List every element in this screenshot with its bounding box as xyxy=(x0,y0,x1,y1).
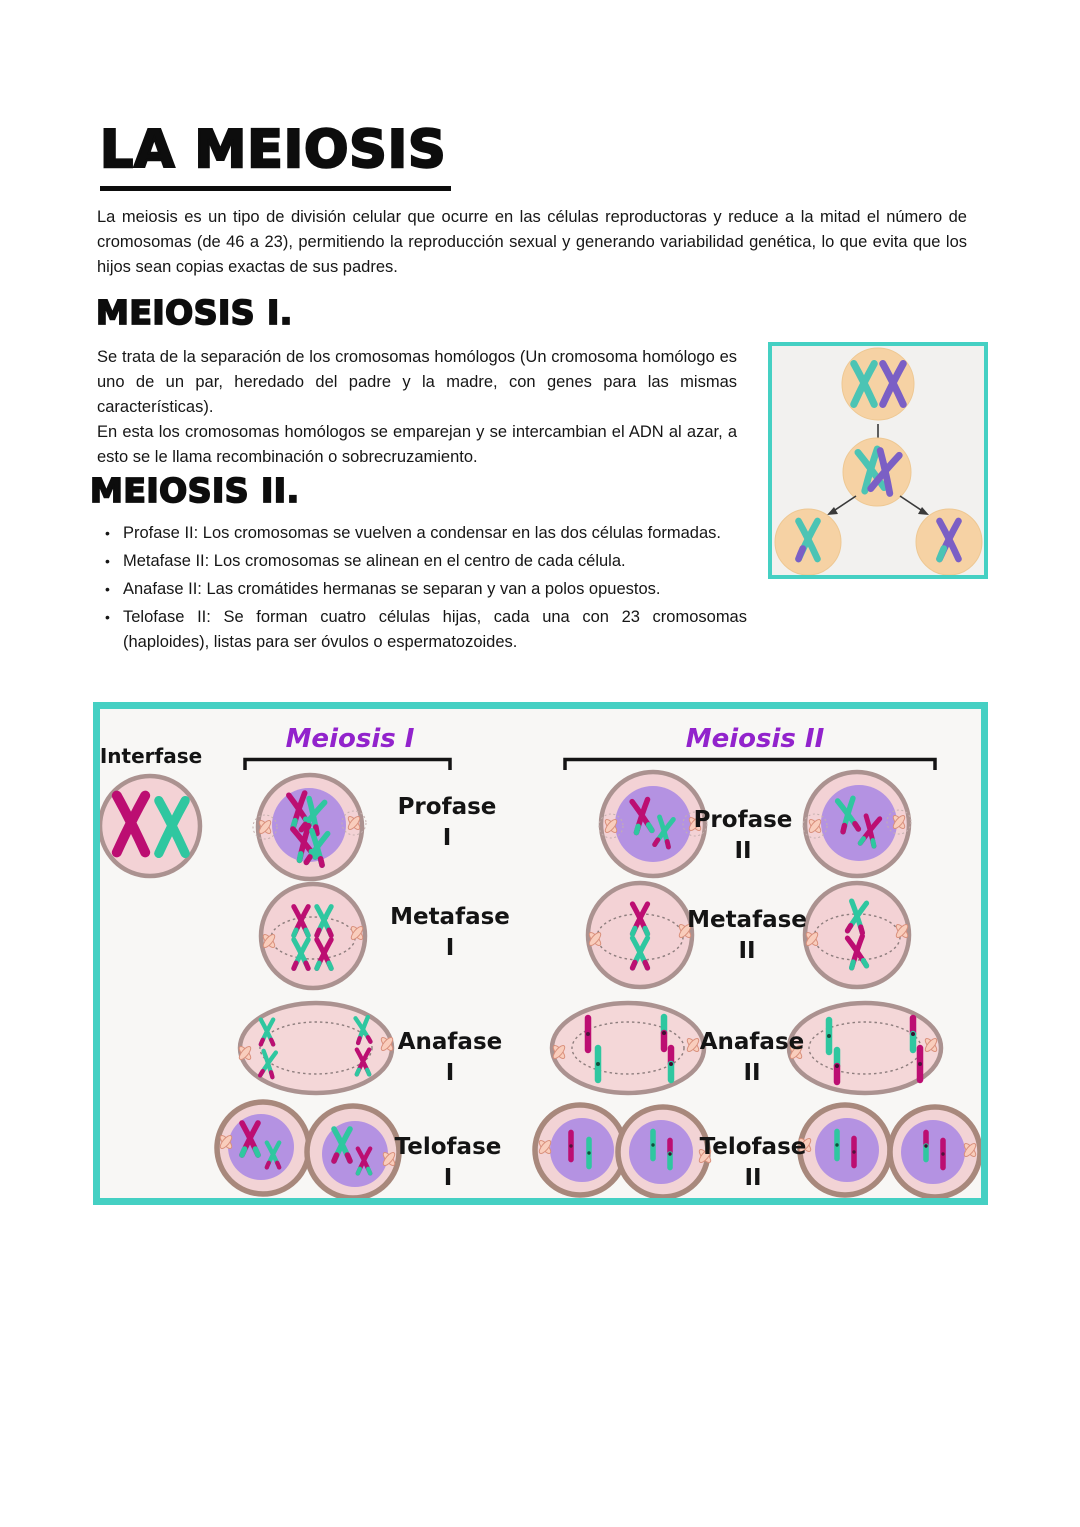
meiosis1-text: Se trata de la separación de los cromoso… xyxy=(97,345,737,470)
telofase2-cells xyxy=(532,1102,981,1198)
anafase1-cell xyxy=(236,1000,396,1096)
meiosis1-heading: MEIOSIS I. xyxy=(95,293,293,332)
stage-label: Metafase xyxy=(390,904,510,930)
stage-label: Profase xyxy=(398,794,497,820)
bullet-item: Anafase II: Las cromátides hermanas se s… xyxy=(102,577,747,602)
meiosis-phases-diagram: Interfase Meiosis I Meiosis II xyxy=(93,702,988,1205)
stage-label: Anafase xyxy=(398,1029,503,1055)
stage-number: II xyxy=(744,1165,761,1191)
interfase-label: Interfase xyxy=(100,744,202,768)
anafase2-cells xyxy=(549,1000,944,1096)
stage-number: II xyxy=(734,838,751,864)
stage-label: Telofase xyxy=(700,1134,807,1160)
telofase1-cells xyxy=(214,1099,402,1198)
meiosis2-bullet-list: Profase II: Los cromosomas se vuelven a … xyxy=(102,521,747,658)
arrow-left-icon xyxy=(831,495,857,513)
parent-cell xyxy=(841,347,915,421)
stage-number: II xyxy=(738,938,755,964)
meiosis2-diagram-title: Meiosis II xyxy=(686,724,825,754)
bullet-item: Metafase II: Los cromosomas se alinean e… xyxy=(102,549,747,574)
bullet-item: Profase II: Los cromosomas se vuelven a … xyxy=(102,521,747,546)
page-title: LA MEIOSIS xyxy=(99,123,451,191)
meiosis1-paragraph-2: En esta los cromosomas homólogos se empa… xyxy=(97,423,737,466)
meiosis1-diagram-title: Meiosis I xyxy=(286,724,415,754)
stage-label: Metafase xyxy=(687,907,807,933)
profase2-cells xyxy=(598,769,912,879)
stage-label: Profase xyxy=(694,807,793,833)
stage-label: Telofase xyxy=(395,1134,502,1160)
arrow-head-icon xyxy=(918,507,929,515)
intro-paragraph: La meiosis es un tipo de división celula… xyxy=(97,208,967,276)
arrow-right-icon xyxy=(899,495,925,513)
stage-number: I xyxy=(446,1060,455,1086)
phases-illustration: Interfase Meiosis I Meiosis II xyxy=(100,724,981,1198)
meiosis2-heading: MEIOSIS II. xyxy=(89,471,300,510)
meiosis1-bracket xyxy=(243,757,452,770)
metafase2-cells xyxy=(585,880,912,990)
stage-number: I xyxy=(444,1165,453,1191)
crossing-over-illustration xyxy=(774,347,983,575)
bullet-item: Telofase II: Se forman cuatro células hi… xyxy=(102,605,747,655)
meiosis2-bracket xyxy=(563,757,937,770)
stage-number: I xyxy=(446,935,455,961)
interfase-cell xyxy=(100,773,203,879)
stage-number: II xyxy=(743,1060,760,1086)
stage-number: I xyxy=(443,825,452,851)
crossing-over-figure xyxy=(768,342,988,579)
arrow-head-icon xyxy=(827,507,838,515)
metafase1-cell xyxy=(258,881,368,991)
profase1-cell xyxy=(252,772,367,882)
stage-label: Anafase xyxy=(700,1029,805,1055)
meiosis1-paragraph-1: Se trata de la separación de los cromoso… xyxy=(97,348,737,416)
